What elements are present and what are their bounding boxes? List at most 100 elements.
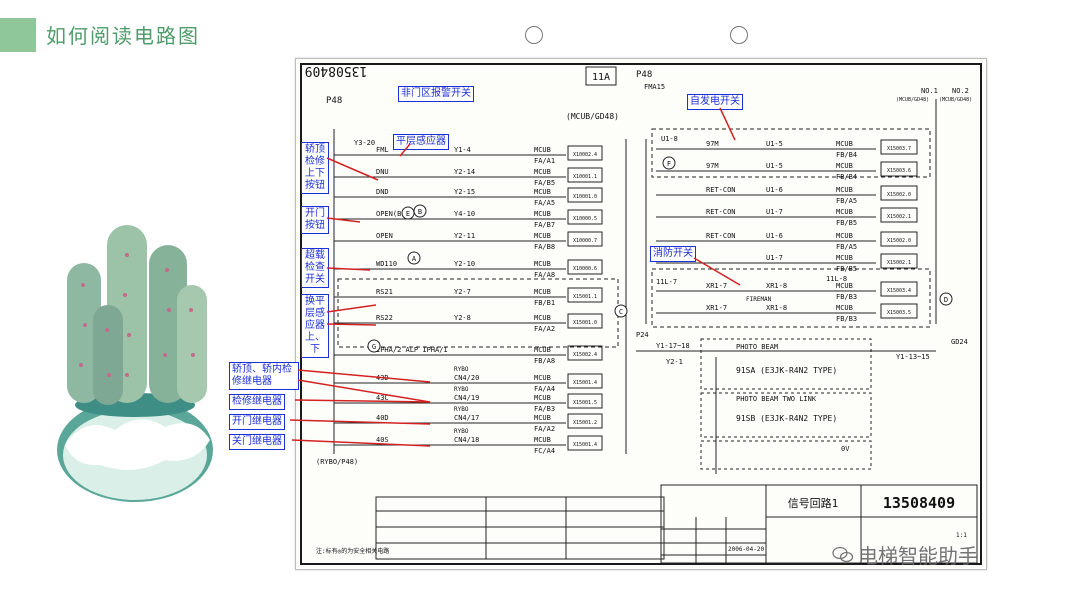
rung-contact-label: RET-CON bbox=[706, 232, 736, 240]
rung-address-label: X15003.5 bbox=[887, 310, 911, 316]
rung-io-label: FA/B5 bbox=[534, 179, 555, 187]
rung-io-label: FA/A5 bbox=[534, 199, 555, 207]
succulent-illustration bbox=[57, 225, 213, 502]
rung-address-label: X15003.4 bbox=[887, 288, 911, 294]
rung-contact-label: XR1-7 bbox=[706, 304, 727, 312]
rung-address-box bbox=[567, 413, 603, 429]
watermark-text: 电梯智能助手 bbox=[858, 544, 978, 568]
rung-contact-label: WD110 bbox=[376, 260, 397, 268]
controller-sub2: (MCUB/GD48) bbox=[939, 97, 972, 103]
rung-wire-label: Y2-11 bbox=[454, 232, 475, 240]
callout-releveling-sensor: 换平层感应器上、下 bbox=[301, 294, 329, 358]
rung-address-label: X15001.1 bbox=[573, 294, 597, 300]
callout-car-top-inspection-button: 轿顶检修上下按钮 bbox=[301, 142, 329, 194]
ov-label: 0V bbox=[841, 445, 850, 453]
slide-title: 如何阅读电路图 bbox=[46, 24, 200, 48]
rung-bus-label: MCUB bbox=[534, 188, 551, 196]
power-label-right: P48 bbox=[636, 70, 652, 80]
rung-address-label: X15001.0 bbox=[573, 320, 597, 326]
rung-bus-label: MCUB bbox=[836, 254, 853, 262]
drawing-number-rotated: 13508409 bbox=[305, 63, 368, 78]
rung-bus-label: MCUB bbox=[534, 260, 551, 268]
circle-reference-label: B bbox=[418, 208, 422, 216]
rung-wire-label: CN4/18 bbox=[454, 436, 479, 444]
rung-contact-label: OPEN(B) bbox=[376, 210, 406, 218]
rung-address-box bbox=[567, 167, 603, 183]
photo-beam-two-title: PHOTO BEAM TWO LINK bbox=[736, 395, 817, 403]
rung-address-box bbox=[880, 139, 918, 155]
circle-reference-label: A bbox=[412, 255, 417, 263]
rung-address-label: X15001.2 bbox=[573, 420, 597, 426]
rung-bus-label: MCUB bbox=[836, 140, 853, 148]
rung-wire-label: U1-7 bbox=[766, 254, 783, 262]
rung-contact-label: RS22 bbox=[376, 314, 393, 322]
rung-address-label: X10001.0 bbox=[573, 194, 597, 200]
rung-io-label: FB/A5 bbox=[836, 243, 857, 251]
rung-bus-label: MCUB bbox=[534, 374, 551, 382]
rung-io-label: FA/A4 bbox=[534, 385, 555, 393]
rung-contact-label: RS21 bbox=[376, 288, 393, 296]
y-left2-label: Y2-1 bbox=[666, 358, 683, 366]
photo-beam-model: 91SA (E3JK-R4N2 TYPE) bbox=[736, 366, 837, 375]
controller-label-left: (MCUB/GD48) bbox=[566, 112, 619, 121]
photo-beam-title: PHOTO BEAM bbox=[736, 343, 778, 351]
rung-contact-label: RET-CON bbox=[706, 186, 736, 194]
rung-address-box bbox=[567, 259, 603, 275]
rung-address-label: X15003.7 bbox=[887, 146, 911, 152]
rung-address-box bbox=[567, 187, 603, 203]
controller-no1: NO.1 bbox=[921, 87, 938, 95]
rung-contact-label: OPEN bbox=[376, 232, 393, 240]
rung-contact-label: DNU bbox=[376, 168, 389, 176]
circle-reference-label: F bbox=[667, 160, 671, 168]
rung-wire-label: U1-5 bbox=[766, 140, 783, 148]
circle-reference-mark bbox=[367, 339, 381, 353]
rung-address-box bbox=[880, 303, 918, 319]
rung-contact-label: 40S bbox=[376, 436, 389, 444]
rung-contact-label: 97M bbox=[706, 140, 719, 148]
circle-reference-mark bbox=[939, 292, 953, 306]
rung-address-label: X15002.0 bbox=[887, 192, 911, 198]
rung-address-label: X15002.1 bbox=[887, 214, 911, 220]
page-tag: 11A bbox=[592, 72, 610, 83]
rung-bus-label: MCUB bbox=[534, 414, 551, 422]
rung-address-label: X15002.0 bbox=[887, 238, 911, 244]
callout-fire-switch: 消防开关 bbox=[650, 246, 696, 262]
circle-reference-label: C bbox=[619, 308, 623, 316]
rung-io-label: FC/A4 bbox=[534, 447, 555, 455]
rung-address-label: X10000.5 bbox=[573, 216, 597, 222]
callout-door-open-relay: 开门继电器 bbox=[229, 414, 285, 430]
rung-wire-label: Y1-4 bbox=[454, 146, 471, 154]
rung-io-label: FB/B5 bbox=[836, 219, 857, 227]
p24-label: P24 bbox=[636, 331, 649, 339]
callout-self-generation-switch: 自发电开关 bbox=[687, 94, 743, 110]
rung-contact-label: IPHA/2 ALP IPHA/1 bbox=[376, 346, 448, 354]
callout-door-open-button: 开门按钮 bbox=[301, 206, 329, 234]
rung-address-label: X15002.4 bbox=[573, 352, 597, 358]
rung-address-label: X15001.4 bbox=[573, 442, 597, 448]
rung-address-box bbox=[880, 185, 918, 201]
controller-sub1: (MCUB/GD48) bbox=[896, 97, 929, 103]
rung-wire-label: U1-5 bbox=[766, 162, 783, 170]
rung-io-label: FB/B1 bbox=[534, 299, 555, 307]
rung-io-label: FA/B3 bbox=[534, 405, 555, 413]
punch-hole bbox=[525, 26, 543, 44]
rung-wire-label: Y2-14 bbox=[454, 168, 475, 176]
rung-io-label: FB/B5 bbox=[836, 265, 857, 273]
rung-io-label: FA/A2 bbox=[534, 425, 555, 433]
rung-address-box bbox=[567, 231, 603, 247]
circle-reference-label: G bbox=[372, 343, 376, 351]
rung-wire-label: U1-6 bbox=[766, 232, 783, 240]
rung-bus-label: MCUB bbox=[836, 208, 853, 216]
rung-wire-label: XR1-8 bbox=[766, 282, 787, 290]
rung-io-label: FB/B4 bbox=[836, 173, 857, 181]
rung-bus-label: MCUB bbox=[836, 232, 853, 240]
rung-bus-label: MCUB bbox=[534, 232, 551, 240]
controller-no2: NO.2 bbox=[952, 87, 969, 95]
photo-beam-two-model: 91SB (E3JK-R4N2 TYPE) bbox=[736, 414, 837, 423]
rung-wire-label: Y2-7 bbox=[454, 288, 471, 296]
rung-relay-label: RYBO bbox=[454, 366, 469, 373]
circle-reference-mark bbox=[407, 251, 421, 265]
rung-contact-label: 40D bbox=[376, 414, 389, 422]
gd24-label: GD24 bbox=[951, 338, 968, 346]
rung-contact-label: 97M bbox=[706, 162, 719, 170]
